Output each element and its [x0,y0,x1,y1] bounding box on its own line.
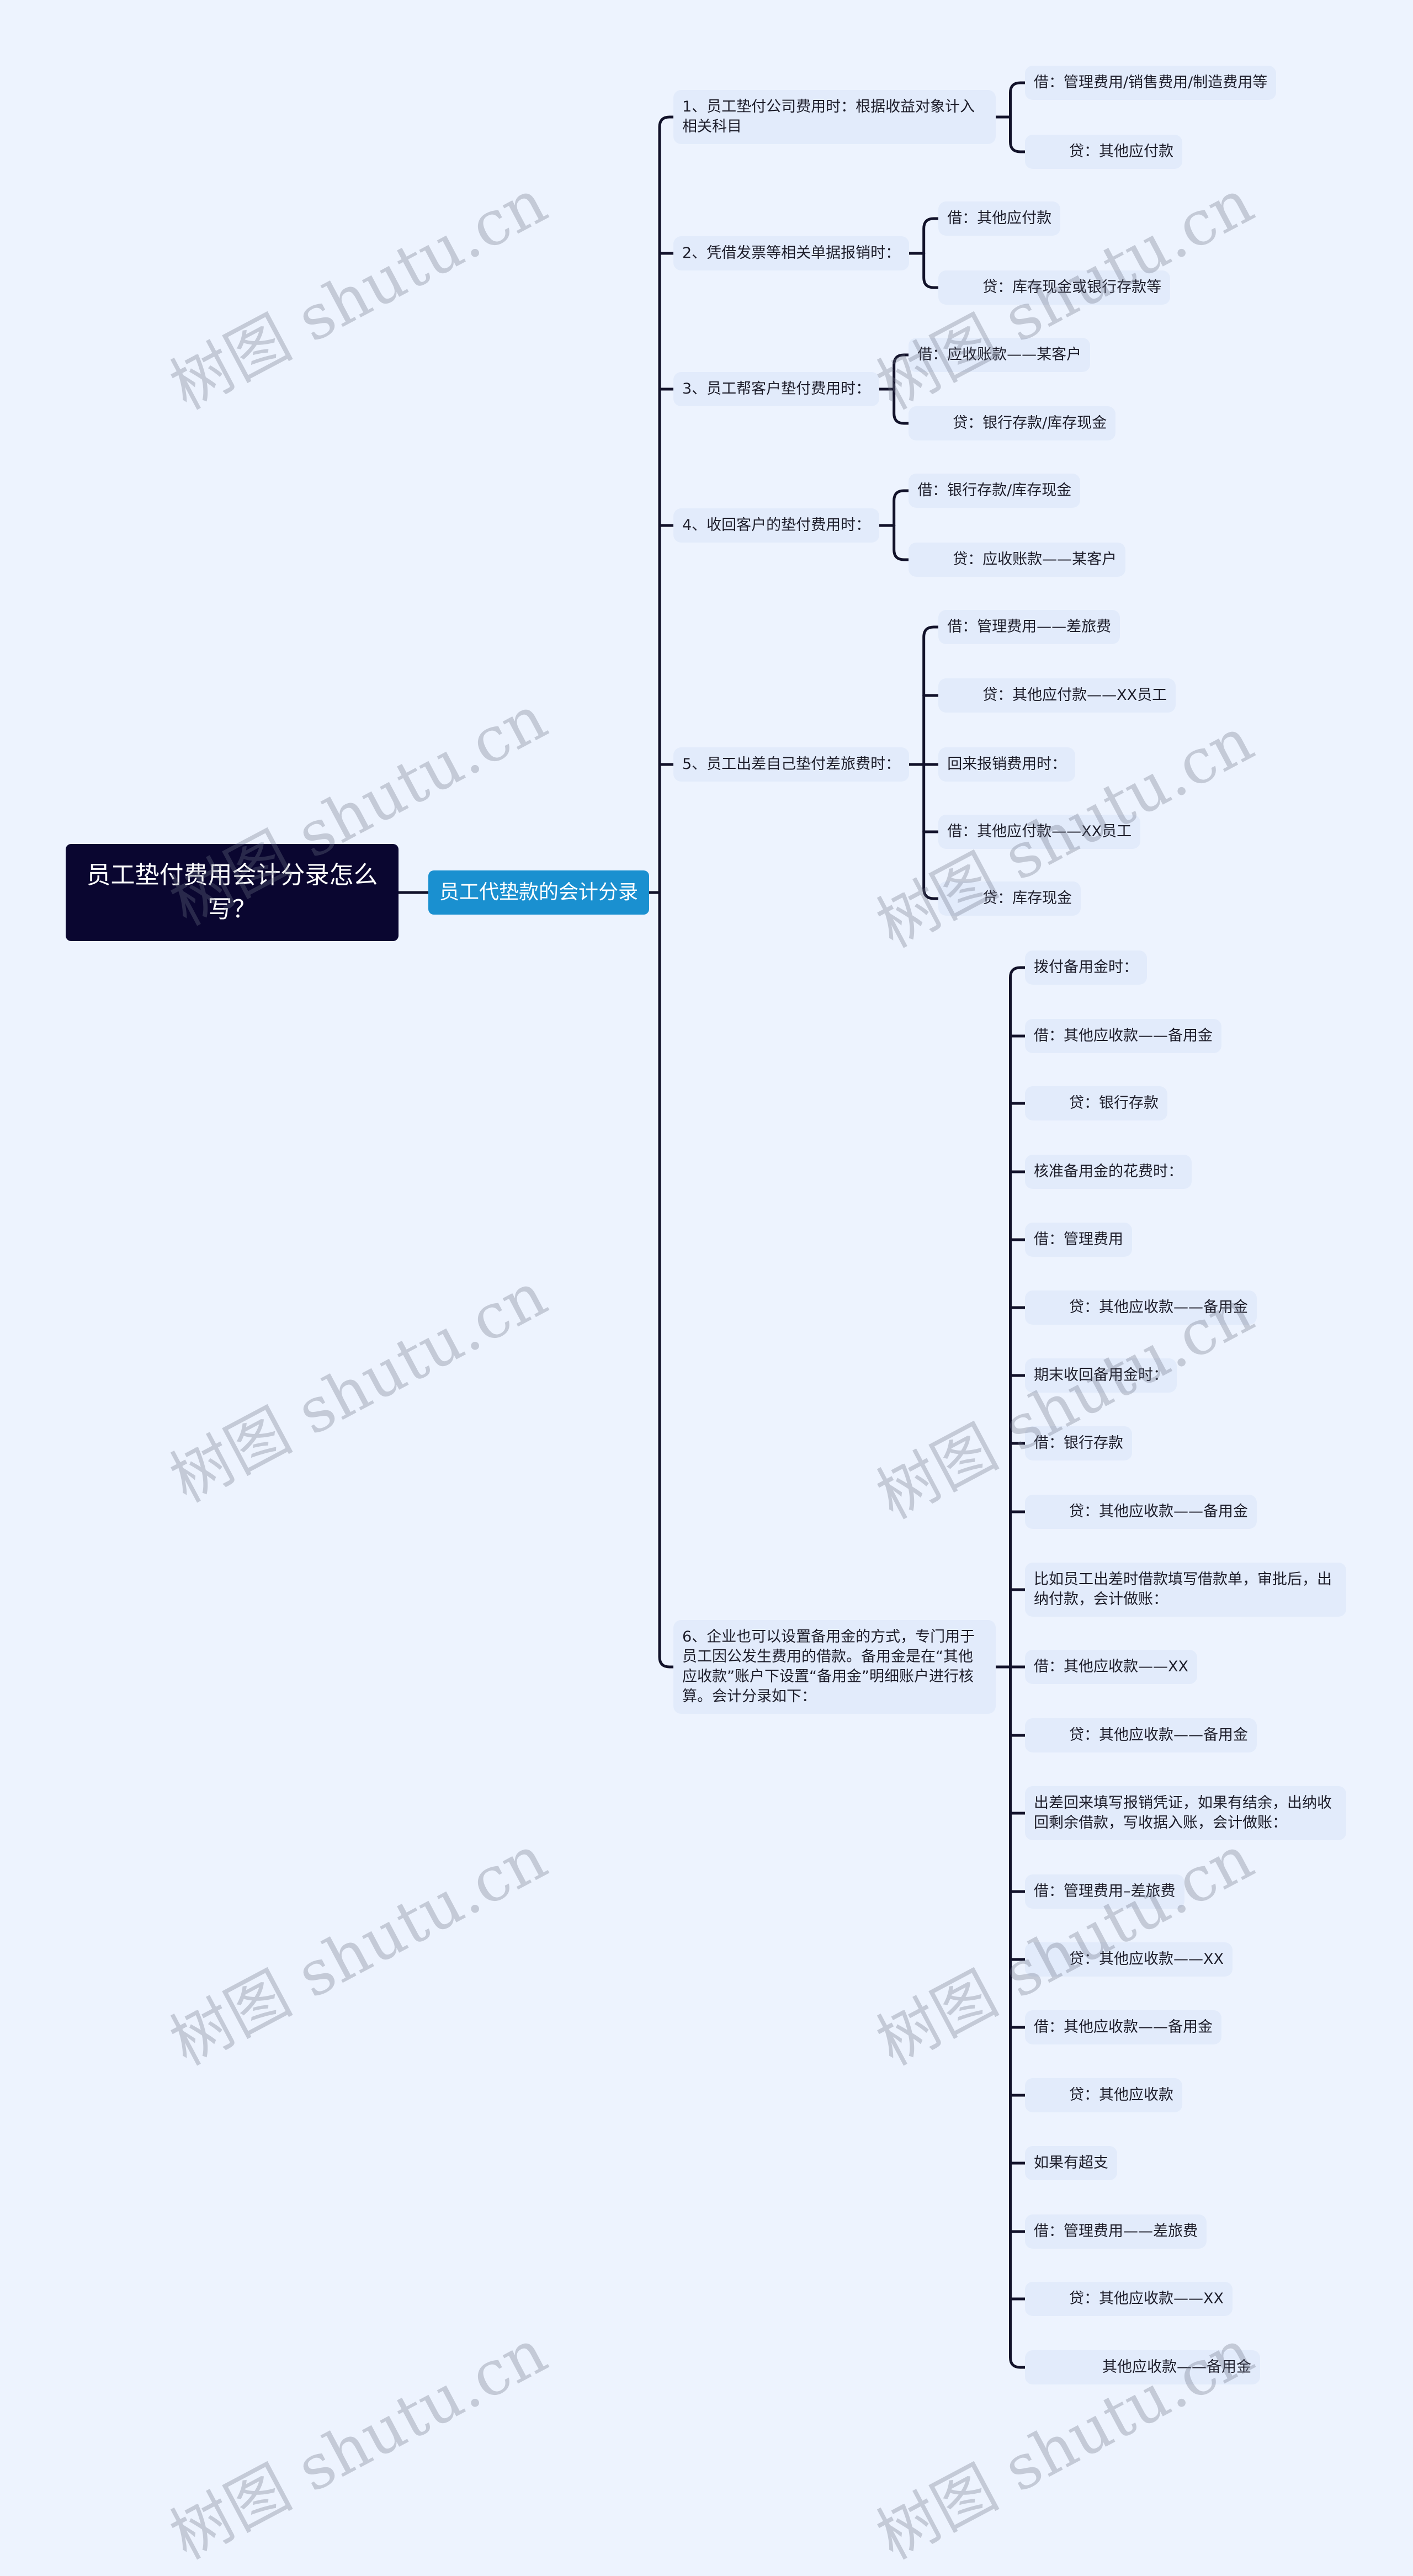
section-topic-3[interactable]: 3、员工帮客户垫付费用时： [673,372,880,406]
branch-section-link [658,891,675,1669]
entry-label: 其他应收款——备用金 [1102,2359,1251,2376]
section-topic-label: 3、员工帮客户垫付费用时： [682,380,871,397]
section-2-link [922,252,940,289]
entry-node[interactable]: 贷：其他应收款——XX [1025,1942,1233,1977]
section-3-link [893,387,910,425]
root-topic[interactable]: 员工垫付费用会计分录怎么写？ [66,844,399,941]
entry-node[interactable]: 贷：银行存款 [1025,1086,1167,1120]
entry-label: 贷：库存现金 [982,890,1072,907]
branch-section-link [658,115,675,894]
section-6-link [1009,966,1027,1669]
section-5-link [922,625,940,766]
entry-label: 贷：其他应收款 [1069,2086,1173,2104]
entry-label: 借：管理费用/销售费用/制造费用等 [1034,74,1268,91]
root-topic-label: 员工垫付费用会计分录怎么写？ [86,861,378,923]
entry-node[interactable]: 借：管理费用–差旅费 [1025,1874,1184,1909]
entry-node[interactable]: 贷：库存现金或银行存款等 [938,270,1171,305]
entry-label: 比如员工出差时借款填写借款单，审批后，出纳付款，会计做账： [1034,1571,1332,1608]
entry-node[interactable]: 借：银行存款/库存现金 [909,474,1081,508]
entry-label: 借：其他应付款 [947,210,1052,227]
entry-node[interactable]: 贷：应收账款——某客户 [909,543,1126,577]
entry-node[interactable]: 核准备用金的花费时： [1025,1155,1192,1189]
entry-label: 借：其他应付款——XX员工 [947,823,1132,840]
section-topic-label: 6、企业也可以设置备用金的方式，专门用于员工因公发生费用的借款。备用金是在“其他… [682,1628,975,1705]
section-topic-label: 4、收回客户的垫付费用时： [682,517,871,534]
entry-label: 贷：银行存款 [1069,1095,1159,1112]
section-4-link [893,524,910,561]
entry-label: 借：其他应收款——备用金 [1034,1027,1213,1044]
section-5-link [922,763,940,900]
entry-node[interactable]: 回来报销费用时： [938,747,1076,782]
entry-label: 借：管理费用——差旅费 [1034,2223,1198,2240]
section-1-link [1009,81,1027,119]
entry-node[interactable]: 借：其他应付款——XX员工 [938,815,1141,849]
entry-label: 借：管理费用–差旅费 [1034,1883,1176,1900]
entry-node[interactable]: 借：管理费用——差旅费 [1025,2214,1207,2249]
entry-node[interactable]: 借：银行存款 [1025,1426,1132,1460]
branch-topic[interactable]: 员工代垫款的会计分录 [428,870,650,915]
entry-node[interactable]: 贷：其他应收款——XX [1025,2282,1233,2316]
entry-label: 贷：其他应收款——备用金 [1069,1727,1248,1744]
entry-node[interactable]: 贷：其他应收款 [1025,2078,1182,2112]
section-topic-label: 5、员工出差自己垫付差旅费时： [682,756,901,773]
branch-topic-label: 员工代垫款的会计分录 [439,881,639,904]
section-topic-1[interactable]: 1、员工垫付公司费用时：根据收益对象计入相关科目 [673,90,996,144]
entry-node[interactable]: 贷：其他应收款——备用金 [1025,1718,1257,1752]
entry-node[interactable]: 贷：其他应付款 [1025,135,1182,169]
entry-node[interactable]: 借：应收账款——某客户 [909,338,1091,372]
section-topic-4[interactable]: 4、收回客户的垫付费用时： [673,508,880,543]
entry-label: 贷：银行存款/库存现金 [953,415,1107,432]
entry-label: 借：应收账款——某客户 [917,346,1082,363]
entry-node[interactable]: 借：其他应付款 [938,201,1061,236]
entry-node[interactable]: 其他应收款——备用金 [1025,2350,1260,2384]
entry-node[interactable]: 期末收回备用金时： [1025,1358,1177,1393]
entry-label: 贷：其他应付款——XX员工 [982,687,1167,704]
section-2-link [922,217,940,255]
section-topic-2[interactable]: 2、凭借发票等相关单据报销时： [673,236,910,270]
entry-label: 期末收回备用金时： [1034,1367,1168,1384]
section-topic-label: 2、凭借发票等相关单据报销时： [682,245,901,262]
entry-label: 借：其他应收款——备用金 [1034,2019,1213,2036]
entry-node[interactable]: 借：管理费用——差旅费 [938,610,1120,644]
entry-node[interactable]: 比如员工出差时借款填写借款单，审批后，出纳付款，会计做账： [1025,1563,1346,1617]
entry-node[interactable]: 贷：银行存款/库存现金 [909,406,1116,440]
entry-label: 借：管理费用 [1034,1231,1123,1248]
entry-node[interactable]: 贷：其他应付款——XX员工 [938,678,1176,713]
entry-node[interactable]: 借：其他应收款——备用金 [1025,1019,1221,1053]
entry-label: 回来报销费用时： [947,756,1067,773]
entry-label: 贷：其他应收款——XX [1069,2290,1224,2307]
entry-label: 如果有超支 [1034,2154,1108,2171]
entry-label: 借：银行存款 [1034,1435,1123,1452]
entry-node[interactable]: 如果有超支 [1025,2146,1117,2180]
section-3-link [893,353,910,391]
entry-node[interactable]: 贷：其他应收款——备用金 [1025,1290,1257,1325]
entry-label: 贷：其他应收款——备用金 [1069,1299,1248,1316]
section-topic-5[interactable]: 5、员工出差自己垫付差旅费时： [673,747,910,782]
entry-label: 贷：其他应付款 [1069,143,1173,160]
entry-node[interactable]: 贷：其他应收款——备用金 [1025,1495,1257,1529]
entry-label: 贷：其他应收款——备用金 [1069,1503,1248,1520]
entry-label: 借：管理费用——差旅费 [947,618,1112,635]
entry-label: 贷：应收账款——某客户 [953,551,1117,568]
section-topic-label: 1、员工垫付公司费用时：根据收益对象计入相关科目 [682,98,975,135]
entry-label: 借：银行存款/库存现金 [917,482,1072,499]
section-1-link [1009,115,1027,153]
entry-node[interactable]: 出差回来填写报销凭证，如果有结余，出纳收回剩余借款，写收据入账，会计做账： [1025,1786,1346,1840]
entry-node[interactable]: 借：其他应收款——XX [1025,1650,1197,1684]
section-4-link [893,489,910,527]
section-6-link [1009,1665,1027,2369]
entry-label: 借：其他应收款——XX [1034,1658,1188,1675]
connector-lines [397,81,1027,2369]
entry-node[interactable]: 借：其他应收款——备用金 [1025,2010,1221,2044]
section-topic-6[interactable]: 6、企业也可以设置备用金的方式，专门用于员工因公发生费用的借款。备用金是在“其他… [673,1620,996,1714]
entry-label: 拨付备用金时： [1034,959,1138,976]
entry-node[interactable]: 借：管理费用 [1025,1223,1132,1257]
entry-label: 核准备用金的花费时： [1034,1163,1183,1180]
entry-label: 贷：其他应收款——XX [1069,1951,1224,1968]
entry-node[interactable]: 借：管理费用/销售费用/制造费用等 [1025,66,1277,100]
entry-label: 出差回来填写报销凭证，如果有结余，出纳收回剩余借款，写收据入账，会计做账： [1034,1794,1332,1831]
entry-node[interactable]: 贷：库存现金 [938,881,1081,916]
entry-node[interactable]: 拨付备用金时： [1025,950,1147,985]
entry-label: 贷：库存现金或银行存款等 [982,279,1162,296]
